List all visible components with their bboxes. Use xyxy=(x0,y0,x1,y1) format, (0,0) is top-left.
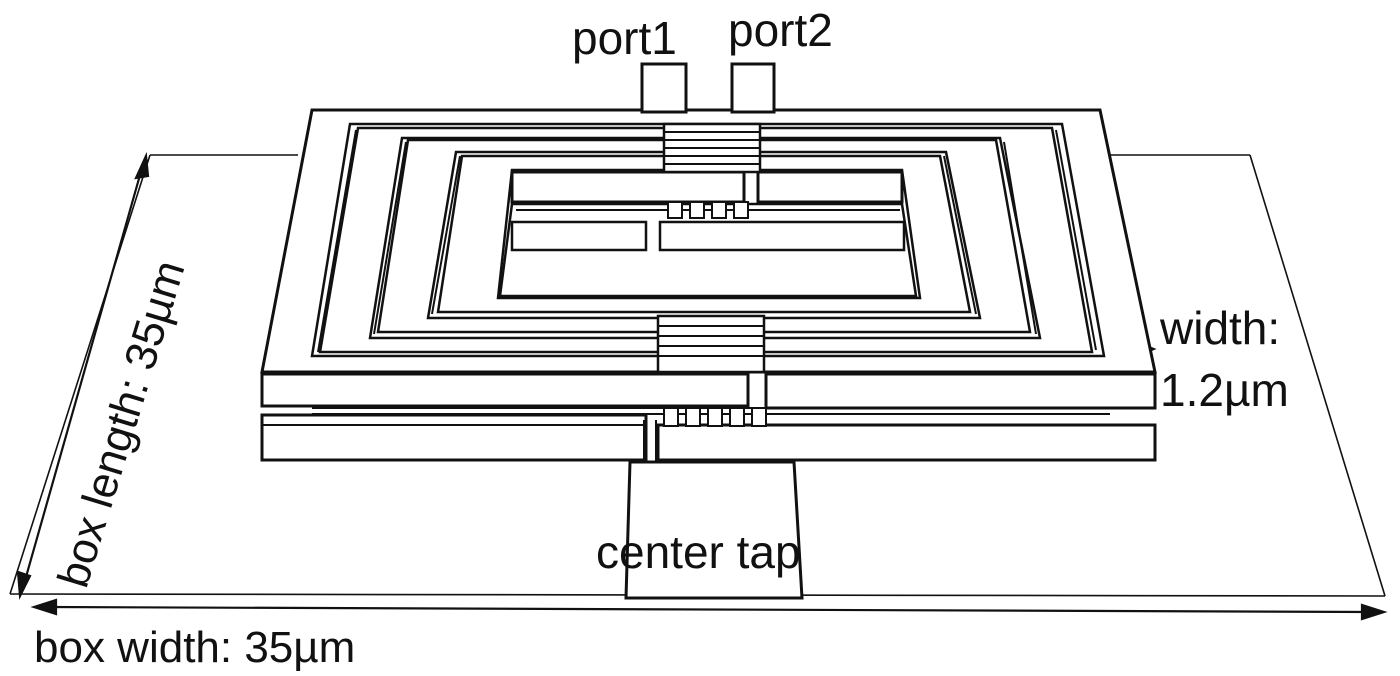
port2-pad xyxy=(730,62,776,114)
inductor-structure xyxy=(260,62,1157,600)
inner-mid-left xyxy=(510,220,648,252)
top-vias xyxy=(667,201,749,219)
port1-label: port1 xyxy=(572,12,677,64)
inner-bar-left xyxy=(510,170,746,204)
inner-mid-right xyxy=(658,220,906,252)
front-bar-left xyxy=(260,372,750,408)
port2-label: port2 xyxy=(728,4,833,56)
lower-bar-right xyxy=(656,423,1157,462)
center-tap-label: center tap xyxy=(596,526,801,578)
lower-bar-left xyxy=(260,413,648,462)
inner-bar-right xyxy=(756,170,904,204)
center-tap-pad xyxy=(624,460,804,600)
bottom-crossover xyxy=(656,314,766,374)
bottom-vias xyxy=(663,407,767,427)
box-length-label: box length: 35µm xyxy=(49,255,195,593)
box-width-label: box width: 35µm xyxy=(34,623,355,672)
box-length-arrow xyxy=(16,151,150,601)
width-label-line1: width: xyxy=(1159,302,1280,354)
front-bar-right xyxy=(764,372,1157,410)
width-label-line2: 1.2µm xyxy=(1160,364,1289,416)
box-width-arrow xyxy=(30,598,1388,621)
port1-pad xyxy=(640,62,688,114)
